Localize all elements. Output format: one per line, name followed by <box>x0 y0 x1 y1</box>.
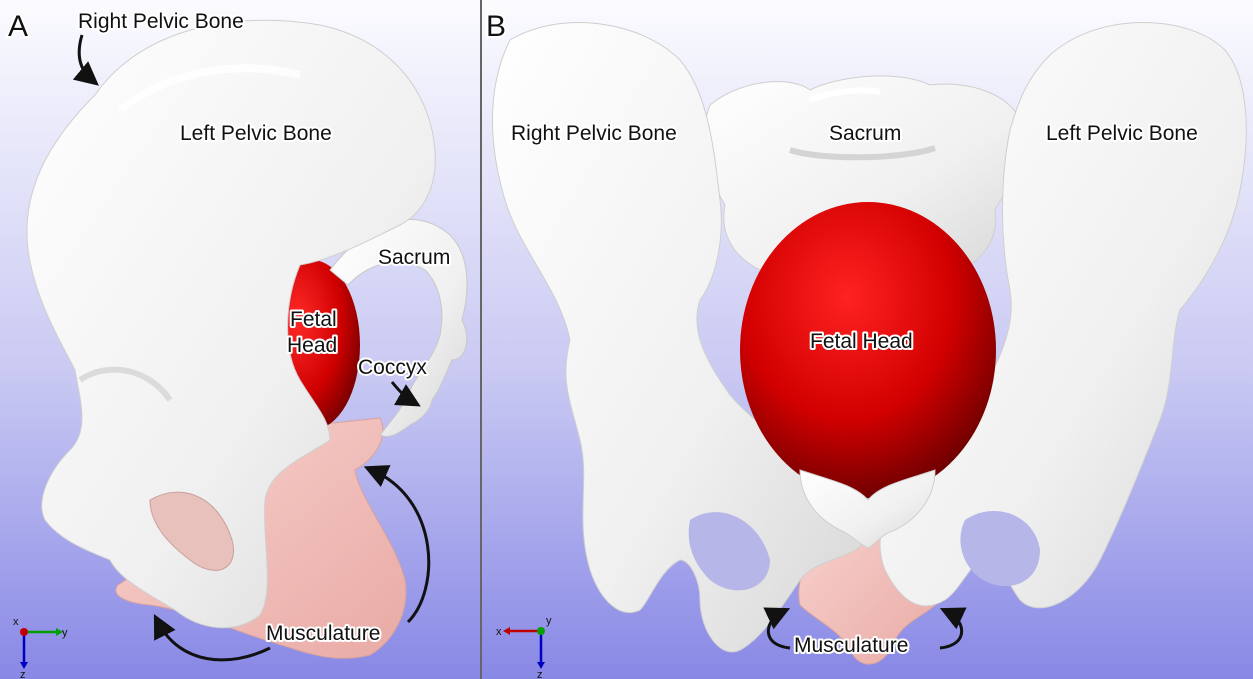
panel-a-label-fetal: Fetal <box>290 308 337 331</box>
panel-b-letter: B <box>486 10 506 43</box>
panel-b-label-sacrum: Sacrum <box>829 122 901 145</box>
panel-a-letter: A <box>8 10 28 43</box>
panel-a-label-coccyx: Coccyx <box>358 356 427 379</box>
panel-a: A Right Pelvic Bone Left Pelvic Bone Sac… <box>0 0 480 679</box>
panel-b-axis-z: z <box>537 669 543 679</box>
panel-a-label-musculature: Musculature <box>266 622 380 645</box>
panel-a-axis-z: z <box>20 669 26 679</box>
panel-a-axis-x: x <box>13 616 19 628</box>
panel-a-axis-y: y <box>62 627 68 639</box>
panel-b-label-musculature: Musculature <box>794 634 908 657</box>
panel-b-label-left-pelvic-bone: Left Pelvic Bone <box>1046 122 1198 145</box>
panel-a-label-left-pelvic-bone: Left Pelvic Bone <box>180 122 332 145</box>
panel-b-label-right-pelvic-bone: Right Pelvic Bone <box>511 122 677 145</box>
panel-b-axis-y: y <box>546 615 552 627</box>
panel-a-label-right-pelvic-bone: Right Pelvic Bone <box>78 10 244 33</box>
panel-a-label-head: Head <box>287 334 337 357</box>
panel-a-label-sacrum: Sacrum <box>378 246 450 269</box>
panel-b-label-fetal-head: Fetal Head <box>810 330 913 353</box>
panel-b-axis-x: x <box>496 626 502 638</box>
panel-b: B Right Pelvic Bone Sacrum Left Pelvic B… <box>482 0 1253 679</box>
